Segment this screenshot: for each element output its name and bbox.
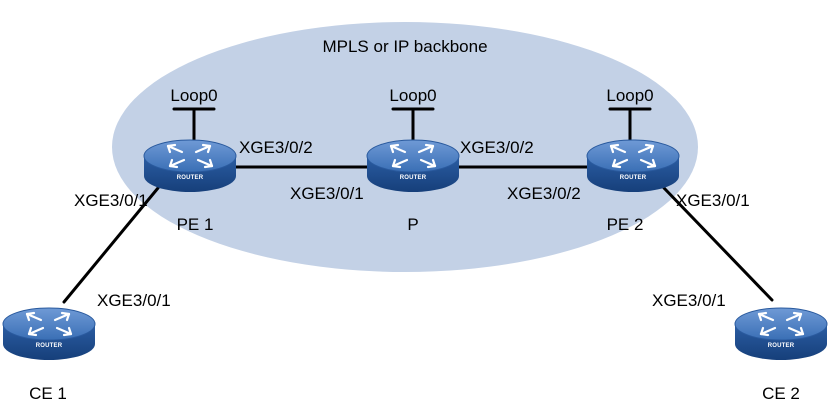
router-name-ce1: CE 1: [29, 384, 67, 403]
router-badge: ROUTER: [768, 343, 795, 349]
router-ce1[interactable]: ROUTER: [1, 306, 97, 362]
router-badge: ROUTER: [177, 175, 204, 181]
port-label-pe2-from-p: XGE3/0/2: [507, 184, 581, 203]
router-pe1[interactable]: ROUTER: [142, 138, 238, 194]
loopback-pe1: [172, 107, 216, 143]
router-name-pe1: PE 1: [177, 215, 214, 234]
port-label-p-to-pe2: XGE3/0/2: [460, 138, 534, 157]
link-pe2-ce2: [662, 186, 774, 302]
loopback-label-pe2: Loop0: [606, 86, 653, 105]
port-label-pe1-to-ce1: XGE3/0/1: [74, 191, 148, 210]
loopback-pe2: [608, 107, 652, 143]
router-badge: ROUTER: [36, 343, 63, 349]
router-name-ce2: CE 2: [762, 384, 800, 403]
router-p[interactable]: ROUTER: [365, 138, 461, 194]
router-icon: [142, 138, 238, 194]
router-badge: ROUTER: [620, 175, 647, 181]
router-ce2[interactable]: ROUTER: [733, 306, 829, 362]
router-name-p: P: [407, 215, 418, 234]
port-label-ce2: XGE3/0/1: [652, 291, 726, 310]
port-label-p-from-pe1: XGE3/0/1: [290, 184, 364, 203]
router-icon: [1, 306, 97, 362]
port-label-pe1-to-p: XGE3/0/2: [239, 138, 313, 157]
router-icon: [733, 306, 829, 362]
router-pe2[interactable]: ROUTER: [585, 138, 681, 194]
router-icon: [585, 138, 681, 194]
link-pe1-ce1: [62, 186, 160, 304]
loopback-p: [391, 107, 435, 143]
port-label-ce1: XGE3/0/1: [97, 291, 171, 310]
loopback-label-p: Loop0: [389, 86, 436, 105]
router-name-pe2: PE 2: [607, 215, 644, 234]
loopback-label-pe1: Loop0: [170, 86, 217, 105]
router-badge: ROUTER: [400, 175, 427, 181]
backbone-label: MPLS or IP backbone: [322, 37, 487, 56]
port-label-pe2-to-ce2: XGE3/0/1: [676, 191, 750, 210]
router-icon: [365, 138, 461, 194]
